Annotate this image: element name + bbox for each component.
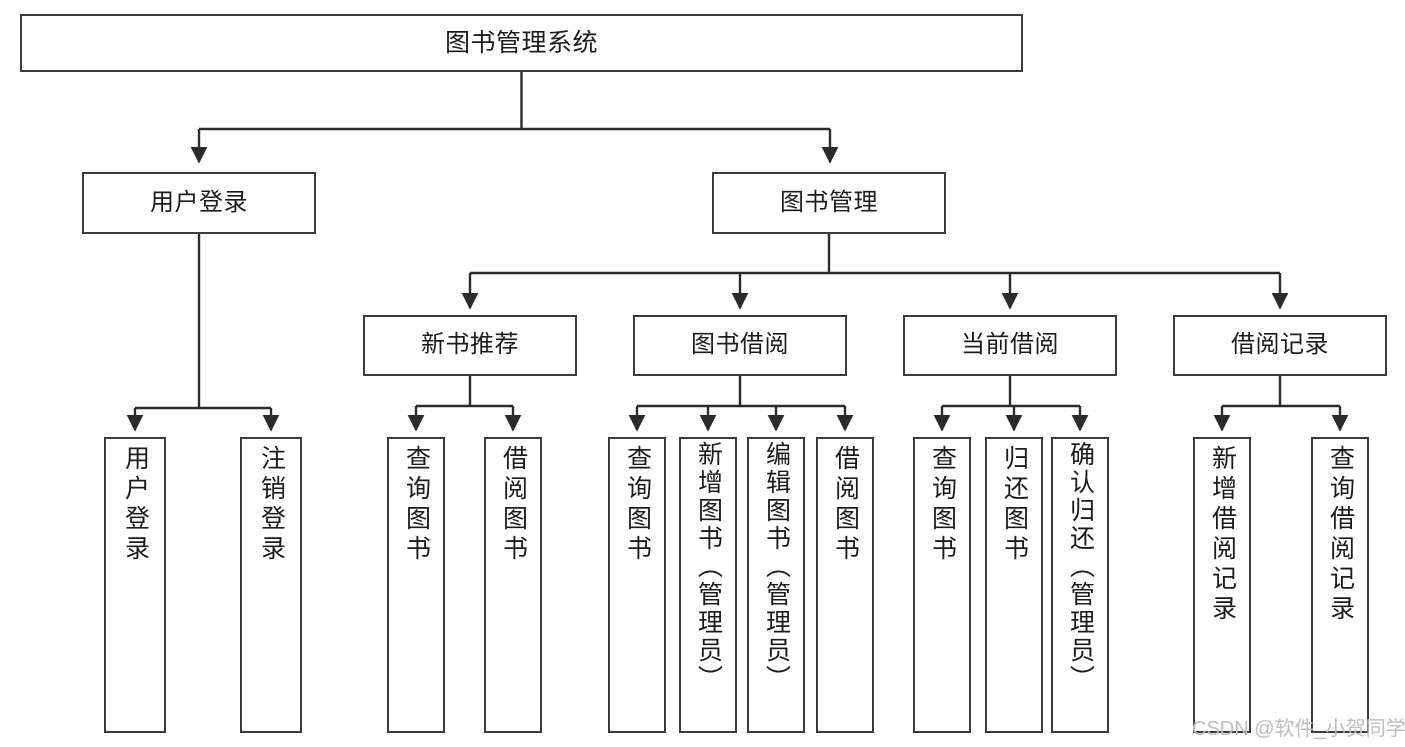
node-user-login[interactable]: 用户登录 xyxy=(82,172,316,234)
node-leaf-query-record[interactable]: 查询借阅记录 xyxy=(1311,437,1369,733)
node-label: 图书管理 xyxy=(780,188,878,216)
node-label: 图书借阅 xyxy=(691,331,789,359)
node-label: 当前借阅 xyxy=(961,331,1059,359)
node-leaf-query-book-2[interactable]: 查询图书 xyxy=(608,437,666,733)
node-leaf-edit-book-admin[interactable]: 编辑图书（管理员） xyxy=(747,437,805,733)
node-leaf-return-book[interactable]: 归还图书 xyxy=(985,437,1043,733)
node-label: 新增图书（管理员） xyxy=(694,441,723,693)
node-label: 新书推荐 xyxy=(421,331,519,359)
node-label: 用户登录 xyxy=(150,188,248,216)
node-new-book-rec[interactable]: 新书推荐 xyxy=(363,315,577,376)
node-leaf-add-record[interactable]: 新增借阅记录 xyxy=(1193,437,1251,733)
node-label: 确认归还（管理员） xyxy=(1066,441,1095,693)
node-root-system[interactable]: 图书管理系统 xyxy=(20,14,1023,72)
node-leaf-user-login[interactable]: 用户登录 xyxy=(104,437,166,733)
node-leaf-borrow-book-1[interactable]: 借阅图书 xyxy=(484,437,542,733)
node-label: 借阅图书 xyxy=(831,445,860,565)
node-leaf-query-book-3[interactable]: 查询图书 xyxy=(913,437,971,733)
node-label: 新增借阅记录 xyxy=(1208,445,1237,625)
node-label: 图书管理系统 xyxy=(444,29,598,57)
node-label: 查询借阅记录 xyxy=(1326,445,1355,625)
node-label: 查询图书 xyxy=(623,445,652,565)
node-label: 查询图书 xyxy=(402,445,431,565)
node-current-borrow[interactable]: 当前借阅 xyxy=(903,315,1117,376)
node-label: 用户登录 xyxy=(121,445,150,565)
node-label: 编辑图书（管理员） xyxy=(762,441,791,693)
node-book-manage[interactable]: 图书管理 xyxy=(712,172,946,234)
node-leaf-confirm-return[interactable]: 确认归还（管理员） xyxy=(1051,437,1109,733)
node-leaf-query-book-1[interactable]: 查询图书 xyxy=(387,437,445,733)
node-label: 借阅图书 xyxy=(499,445,528,565)
node-borrow-record[interactable]: 借阅记录 xyxy=(1173,315,1387,376)
node-label: 归还图书 xyxy=(1000,445,1029,565)
node-book-borrow[interactable]: 图书借阅 xyxy=(633,315,847,376)
node-leaf-borrow-book-2[interactable]: 借阅图书 xyxy=(816,437,874,733)
node-label: 注销登录 xyxy=(257,445,286,565)
node-label: 借阅记录 xyxy=(1231,331,1329,359)
node-leaf-add-book-admin[interactable]: 新增图书（管理员） xyxy=(679,437,737,733)
node-label: 查询图书 xyxy=(928,445,957,565)
node-leaf-user-logout[interactable]: 注销登录 xyxy=(240,437,302,733)
